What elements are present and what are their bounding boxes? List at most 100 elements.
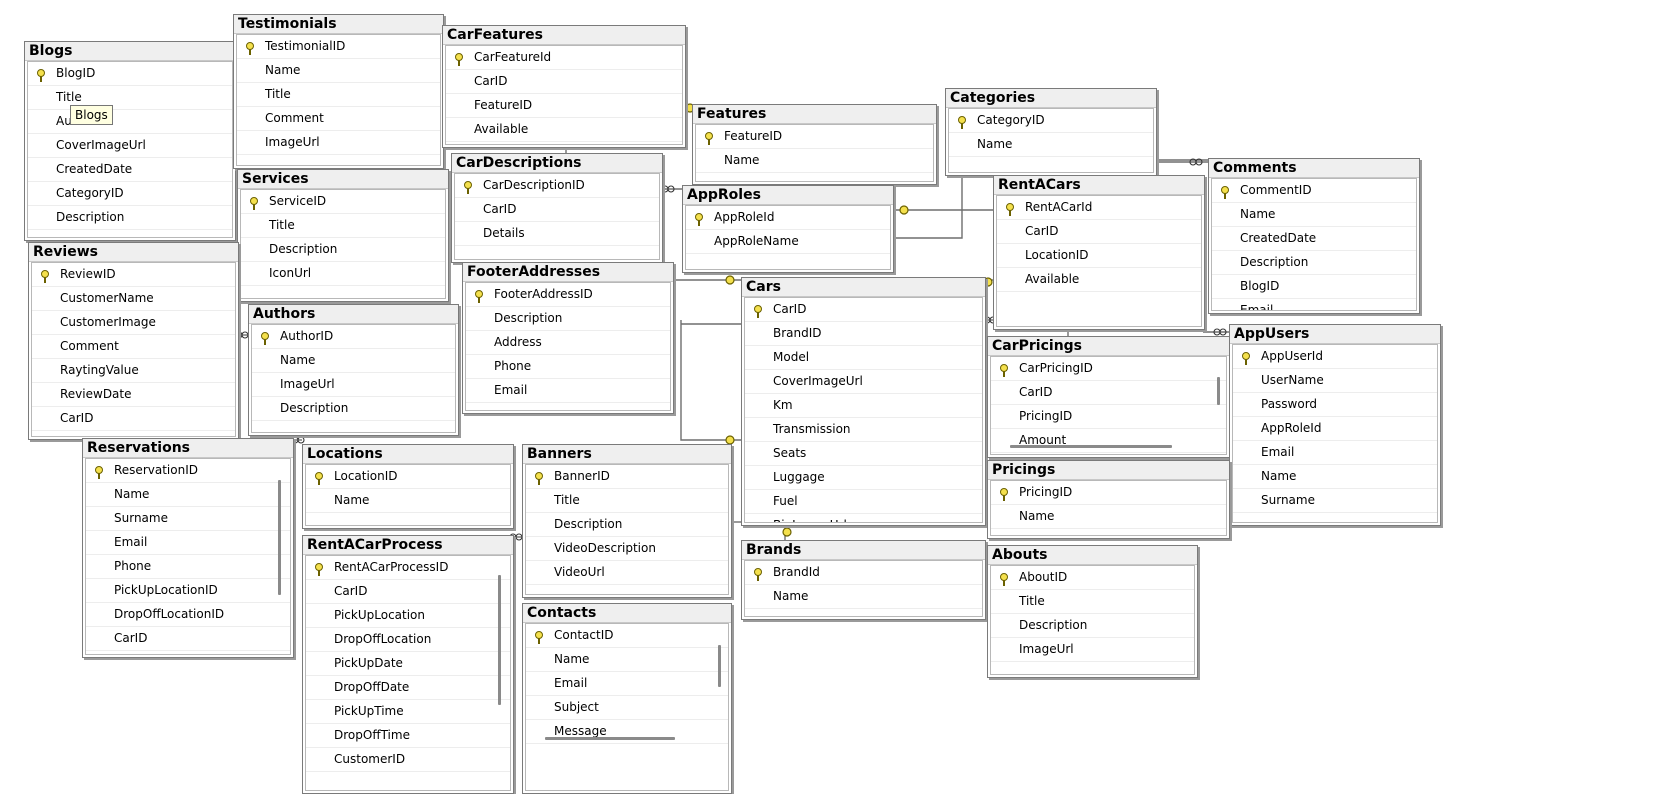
vertical-scrollbar[interactable] bbox=[1217, 377, 1220, 405]
column-row[interactable]: Description bbox=[991, 614, 1194, 638]
column-row[interactable]: Description bbox=[526, 513, 728, 537]
column-row[interactable]: Seats bbox=[745, 442, 982, 466]
column-row[interactable]: Comment bbox=[32, 335, 235, 359]
table-title[interactable]: FooterAddresses bbox=[463, 263, 673, 282]
column-row[interactable]: Email bbox=[86, 531, 290, 555]
column-row[interactable]: PickUpLocation bbox=[306, 604, 510, 628]
column-row[interactable]: CoverImageUrl bbox=[28, 134, 232, 158]
column-row[interactable]: ReviewID bbox=[32, 263, 235, 287]
table-title[interactable]: RentACars bbox=[994, 176, 1204, 195]
column-row[interactable]: Luggage bbox=[745, 466, 982, 490]
column-row[interactable]: CustomerImage bbox=[32, 311, 235, 335]
column-row[interactable]: UserName bbox=[1233, 369, 1437, 393]
table-title[interactable]: Features bbox=[693, 105, 936, 124]
column-row[interactable]: Password bbox=[1233, 393, 1437, 417]
column-row[interactable]: Message bbox=[526, 720, 728, 744]
column-row[interactable]: FeatureID bbox=[446, 94, 682, 118]
column-row[interactable]: Fuel bbox=[745, 490, 982, 514]
column-row[interactable]: CarID bbox=[446, 70, 682, 94]
column-row[interactable]: Details bbox=[455, 222, 659, 246]
column-row[interactable]: CarFeatureId bbox=[446, 46, 682, 70]
column-row[interactable]: Address bbox=[466, 331, 670, 355]
column-row[interactable]: Available bbox=[446, 118, 682, 142]
column-row[interactable]: Title bbox=[991, 590, 1194, 614]
table-title[interactable]: Blogs bbox=[25, 42, 235, 61]
column-row[interactable]: CategoryID bbox=[28, 182, 232, 206]
table-title[interactable]: CarDescriptions bbox=[452, 154, 662, 173]
column-row[interactable]: Age bbox=[86, 651, 290, 654]
relationship-line[interactable] bbox=[680, 320, 741, 441]
column-row[interactable]: DropOffLocationID bbox=[86, 603, 290, 627]
table-title[interactable]: Comments bbox=[1209, 159, 1419, 178]
column-row[interactable]: Title bbox=[241, 214, 445, 238]
column-row[interactable]: AboutID bbox=[991, 566, 1194, 590]
column-row[interactable]: BlogID bbox=[28, 62, 232, 86]
column-row[interactable]: CommentID bbox=[1212, 179, 1416, 203]
column-row[interactable]: Km bbox=[745, 394, 982, 418]
column-row[interactable]: Transmission bbox=[745, 418, 982, 442]
column-row[interactable]: Email bbox=[1233, 441, 1437, 465]
column-row[interactable]: Name bbox=[991, 505, 1226, 529]
column-row[interactable]: Name bbox=[237, 59, 440, 83]
table-title[interactable]: Abouts bbox=[988, 546, 1197, 565]
column-row[interactable]: PickUpTime bbox=[306, 700, 510, 724]
table-title[interactable]: Reviews bbox=[29, 243, 238, 262]
column-row[interactable]: Email bbox=[1212, 299, 1416, 310]
column-row[interactable]: Name bbox=[949, 133, 1153, 157]
column-row[interactable]: AppRoleId bbox=[1233, 417, 1437, 441]
column-row[interactable]: Amount bbox=[991, 429, 1226, 453]
column-row[interactable]: LocationID bbox=[997, 244, 1201, 268]
table-title[interactable]: CarFeatures bbox=[443, 26, 685, 45]
vertical-scrollbar[interactable] bbox=[718, 645, 721, 687]
column-row[interactable]: Model bbox=[745, 346, 982, 370]
column-row[interactable]: RentACarId bbox=[997, 196, 1201, 220]
column-row[interactable]: RaytingValue bbox=[32, 359, 235, 383]
column-row[interactable]: Title bbox=[28, 86, 232, 110]
column-row[interactable]: RentACarProcessID bbox=[306, 556, 510, 580]
column-row[interactable]: Surname bbox=[86, 507, 290, 531]
column-row[interactable]: BrandId bbox=[745, 561, 982, 585]
table-title[interactable]: RentACarProcess bbox=[303, 536, 513, 555]
vertical-scrollbar[interactable] bbox=[278, 480, 281, 595]
table-title[interactable]: CarPricings bbox=[988, 337, 1229, 356]
table-title[interactable]: Categories bbox=[946, 89, 1156, 108]
column-row[interactable]: Description bbox=[241, 238, 445, 262]
column-row[interactable]: BannerID bbox=[526, 465, 728, 489]
column-row[interactable]: CarID bbox=[991, 381, 1226, 405]
column-row[interactable]: DropOffDate bbox=[306, 676, 510, 700]
column-row[interactable]: ImageUrl bbox=[991, 638, 1194, 662]
horizontal-scrollbar[interactable] bbox=[1010, 445, 1172, 448]
column-row[interactable]: CreatedDate bbox=[28, 158, 232, 182]
column-row[interactable]: Name bbox=[696, 149, 933, 173]
column-row[interactable]: Subject bbox=[526, 696, 728, 720]
column-row[interactable]: ReservationID bbox=[86, 459, 290, 483]
column-row[interactable]: FeatureID bbox=[696, 125, 933, 149]
column-row[interactable]: VideoUrl bbox=[526, 561, 728, 585]
column-row[interactable]: ContactID bbox=[526, 624, 728, 648]
column-row[interactable]: Phone bbox=[466, 355, 670, 379]
column-row[interactable]: BlogID bbox=[1212, 275, 1416, 299]
column-row[interactable]: CustomerName bbox=[32, 287, 235, 311]
table-title[interactable]: Reservations bbox=[83, 439, 293, 458]
column-row[interactable]: Phone bbox=[86, 555, 290, 579]
column-row[interactable]: Comment bbox=[237, 107, 440, 131]
column-row[interactable]: ImageUrl bbox=[237, 131, 440, 155]
column-row[interactable]: Surname bbox=[1233, 489, 1437, 513]
table-title[interactable]: Testimonials bbox=[234, 15, 443, 34]
column-row[interactable]: AuthorID bbox=[28, 110, 232, 134]
table-title[interactable]: Contacts bbox=[523, 604, 731, 623]
vertical-scrollbar[interactable] bbox=[498, 575, 501, 705]
column-row[interactable]: Description bbox=[466, 307, 670, 331]
table-title[interactable]: AppRoles bbox=[683, 186, 893, 205]
column-row[interactable]: Email bbox=[526, 672, 728, 696]
column-row[interactable]: ReviewDate bbox=[32, 383, 235, 407]
